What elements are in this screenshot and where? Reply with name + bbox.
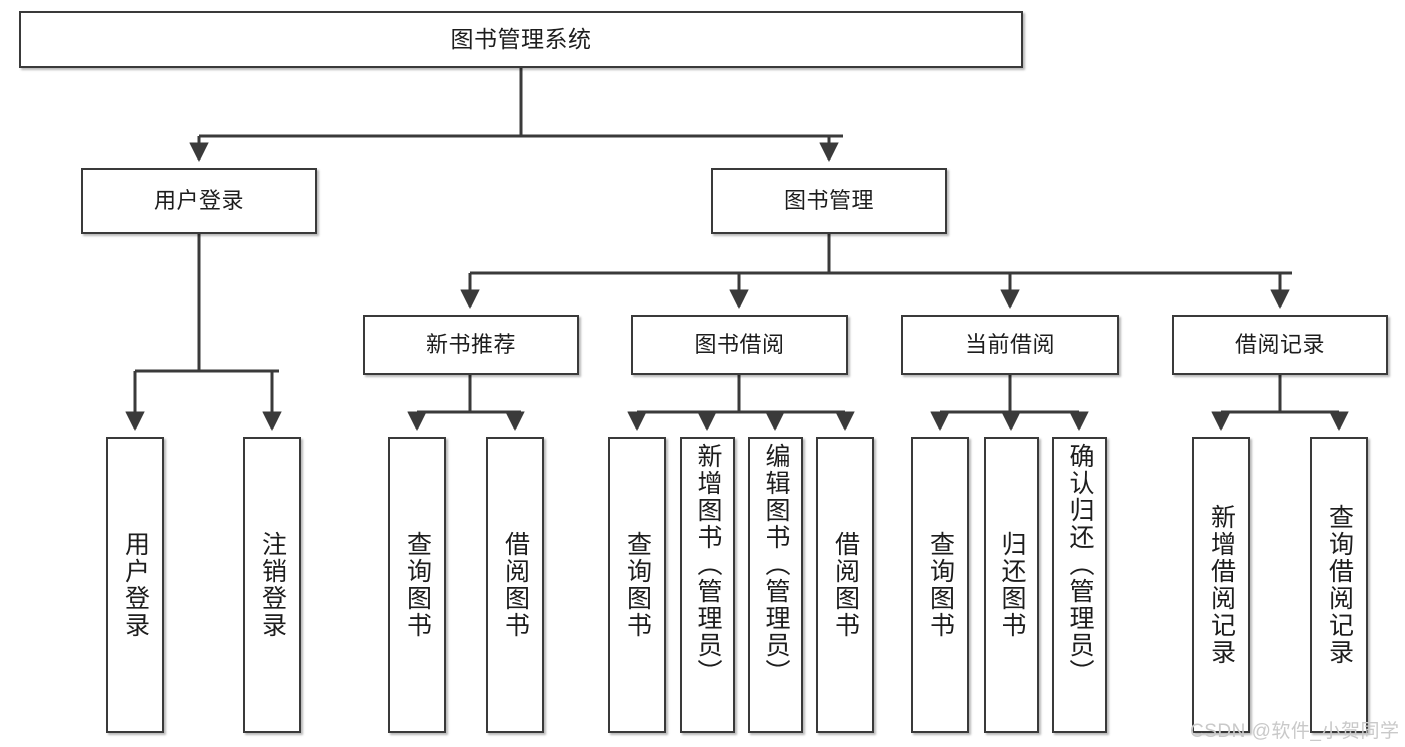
node-root-label: 图书管理系统 [450, 26, 592, 53]
node-book-management[interactable]: 图书管理 [711, 168, 947, 234]
csdn-watermark-text: CSDN @软件_小贺同学 [1190, 721, 1400, 742]
leaf-user-login-label: 用户登录 [121, 531, 150, 639]
node-user-login-label: 用户登录 [153, 188, 244, 214]
leaf-query-book-new-label: 查询图书 [403, 531, 432, 639]
leaf-confirm-return-admin[interactable]: 确认归还（管理员） [1052, 437, 1107, 733]
leaf-logout[interactable]: 注销登录 [243, 437, 301, 733]
node-book-borrow[interactable]: 图书借阅 [631, 315, 848, 375]
leaf-query-borrow-record-label: 查询借阅记录 [1325, 504, 1354, 666]
node-root[interactable]: 图书管理系统 [19, 11, 1023, 68]
leaf-confirm-return-admin-label: 确认归还（管理员） [1066, 443, 1094, 686]
leaf-edit-book-admin[interactable]: 编辑图书（管理员） [748, 437, 803, 733]
node-user-login[interactable]: 用户登录 [81, 168, 317, 234]
node-book-borrow-label: 图书借阅 [694, 332, 785, 358]
leaf-query-borrow-record[interactable]: 查询借阅记录 [1310, 437, 1368, 733]
leaf-query-book-borrow-label: 查询图书 [623, 531, 652, 639]
node-borrow-record-label: 借阅记录 [1234, 332, 1325, 358]
node-new-book-recommend-label: 新书推荐 [425, 332, 516, 358]
node-borrow-record[interactable]: 借阅记录 [1172, 315, 1388, 375]
leaf-add-book-admin-label: 新增图书（管理员） [694, 443, 722, 686]
leaf-user-login[interactable]: 用户登录 [106, 437, 164, 733]
leaf-add-book-admin[interactable]: 新增图书（管理员） [680, 437, 735, 733]
leaf-borrow-book-new-label: 借阅图书 [501, 531, 530, 639]
leaf-return-book[interactable]: 归还图书 [984, 437, 1039, 733]
leaf-query-book-borrow[interactable]: 查询图书 [608, 437, 666, 733]
csdn-watermark: CSDN @软件_小贺同学 [1190, 716, 1399, 743]
node-current-borrow-label: 当前借阅 [964, 332, 1055, 358]
leaf-query-book-new[interactable]: 查询图书 [388, 437, 446, 733]
leaf-borrow-book-label: 借阅图书 [831, 531, 860, 639]
leaf-add-borrow-record[interactable]: 新增借阅记录 [1192, 437, 1250, 733]
node-book-management-label: 图书管理 [783, 188, 874, 214]
node-new-book-recommend[interactable]: 新书推荐 [363, 315, 579, 375]
leaf-add-borrow-record-label: 新增借阅记录 [1207, 504, 1236, 666]
node-current-borrow[interactable]: 当前借阅 [901, 315, 1119, 375]
leaf-return-book-label: 归还图书 [998, 531, 1026, 639]
leaf-logout-label: 注销登录 [258, 531, 287, 639]
leaf-edit-book-admin-label: 编辑图书（管理员） [762, 443, 790, 686]
leaf-borrow-book-new[interactable]: 借阅图书 [486, 437, 544, 733]
leaf-query-book-current[interactable]: 查询图书 [911, 437, 969, 733]
leaf-borrow-book[interactable]: 借阅图书 [816, 437, 874, 733]
leaf-query-book-current-label: 查询图书 [926, 531, 955, 639]
